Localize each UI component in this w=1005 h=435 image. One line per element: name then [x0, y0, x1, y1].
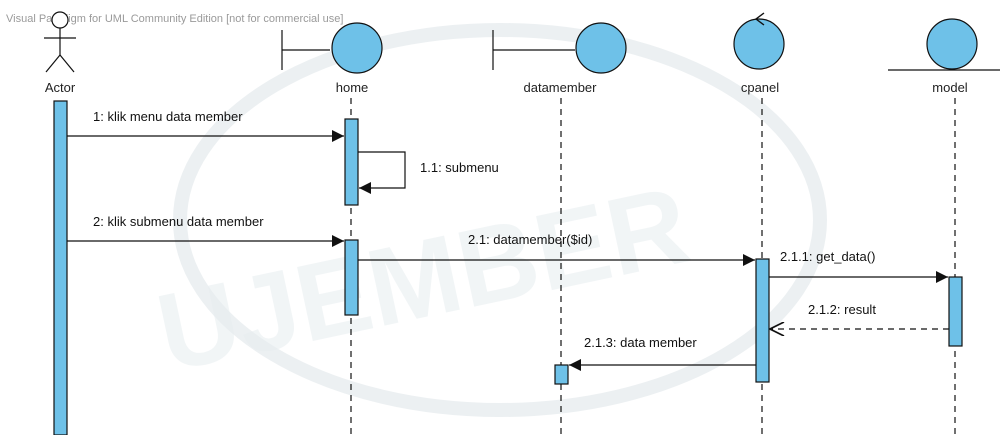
- lifeline-label-home: home: [336, 80, 369, 95]
- lifeline-cpanel[interactable]: cpanel: [733, 12, 785, 95]
- message-arrow-1-1[interactable]: [358, 151, 406, 194]
- boundary-icon: [331, 22, 383, 74]
- message-label-2-1-1: 2.1.1: get_data(): [780, 249, 875, 264]
- activation-datamember: [554, 364, 569, 385]
- message-label-2-1: 2.1: datamember($id): [468, 232, 592, 247]
- boundary-icon: [575, 22, 627, 74]
- message-label-2-1-3: 2.1.3: data member: [584, 335, 697, 350]
- lifeline-home[interactable]: home: [281, 22, 383, 95]
- message-label-1-1: 1.1: submenu: [420, 160, 499, 175]
- background-mark-text: UJEMBER: [147, 163, 699, 395]
- activation-actor: [53, 100, 68, 435]
- lifeline-datamember[interactable]: datamember: [492, 22, 627, 95]
- activation-home-1: [344, 118, 359, 206]
- tool-watermark: Visual Paradigm for UML Community Editio…: [6, 13, 343, 25]
- lifeline-model[interactable]: model: [888, 18, 1000, 95]
- lifeline-actor[interactable]: Actor: [44, 11, 76, 95]
- activation-model: [948, 276, 963, 347]
- lifeline-label-cpanel: cpanel: [741, 80, 779, 95]
- lifeline-label-model: model: [932, 80, 968, 95]
- actor-head-icon: [51, 11, 69, 29]
- activation-cpanel: [755, 258, 770, 383]
- lifeline-label-actor: Actor: [45, 80, 76, 95]
- message-label-1: 1: klik menu data member: [93, 109, 243, 124]
- activation-home-2: [344, 239, 359, 316]
- lifeline-label-datamember: datamember: [524, 80, 598, 95]
- message-label-2: 2: klik submenu data member: [93, 214, 264, 229]
- control-icon: [733, 18, 785, 70]
- message-label-2-1-2: 2.1.2: result: [808, 302, 876, 317]
- entity-icon: [926, 18, 978, 70]
